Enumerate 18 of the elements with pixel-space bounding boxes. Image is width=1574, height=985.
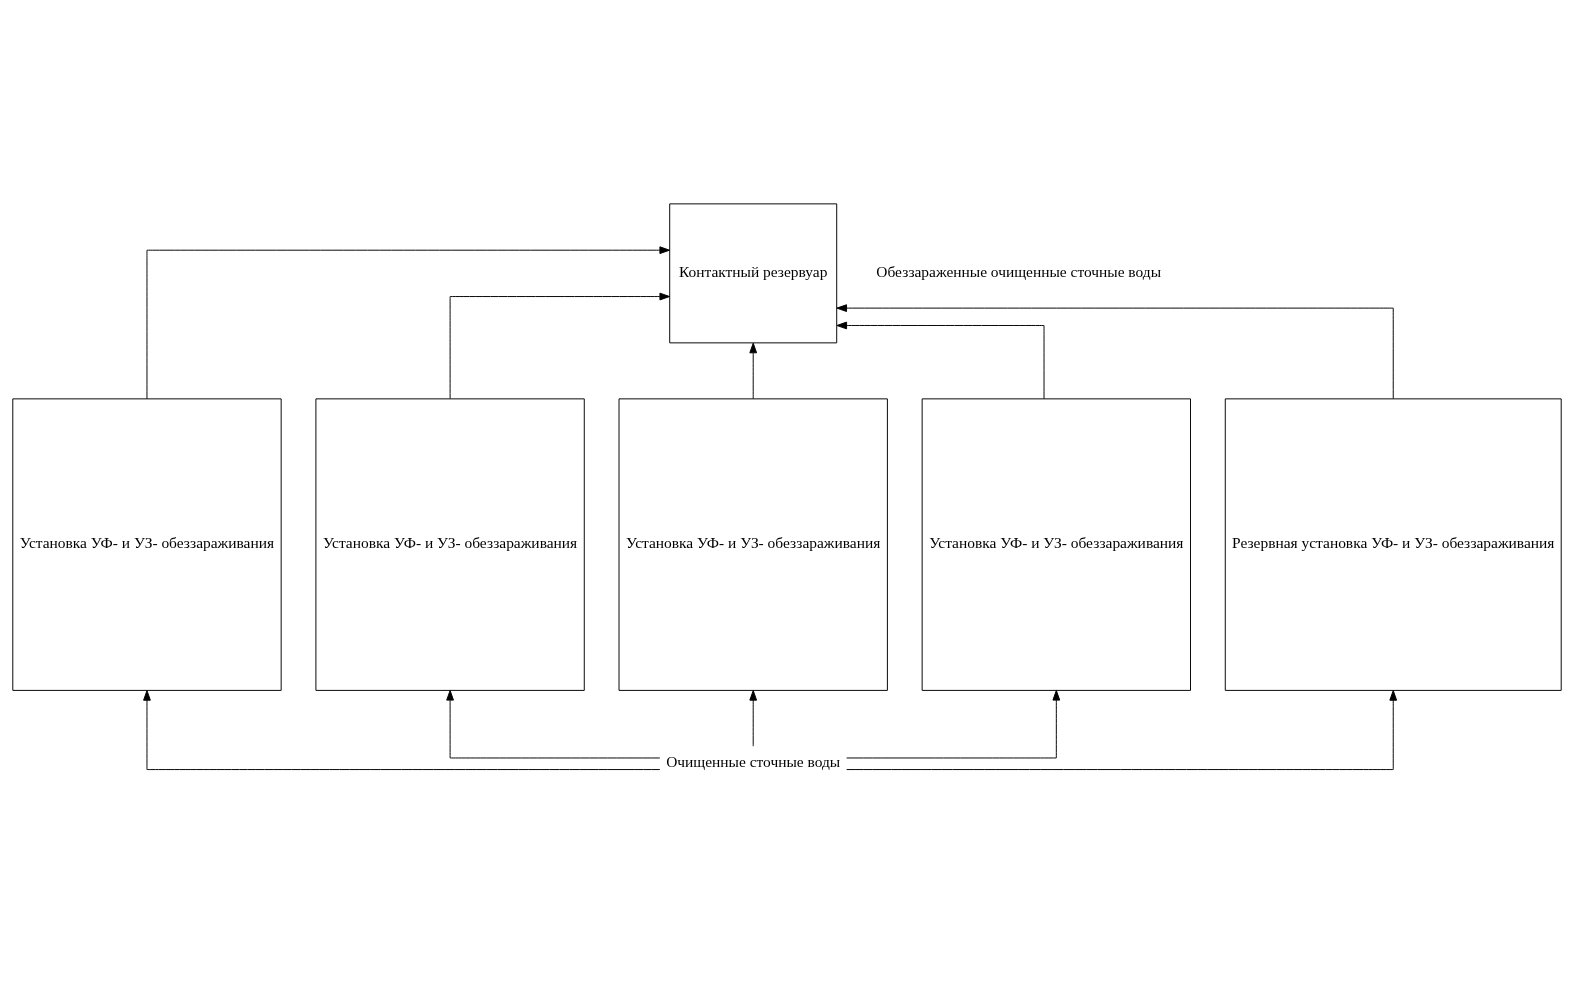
arrow — [446, 689, 661, 759]
node-box: Резервная установка УФ- и УЗ- обеззараживания — [1224, 398, 1562, 691]
arrow — [749, 690, 758, 747]
node-box: Установка УФ- и УЗ- обеззараживания — [618, 398, 888, 691]
arrow — [846, 689, 1061, 759]
arrow — [836, 304, 1394, 400]
arrow — [749, 342, 758, 400]
node-box: Установка УФ- и УЗ- обеззараживания — [12, 398, 282, 691]
node-box: Установка УФ- и УЗ- обеззараживания — [921, 398, 1191, 691]
arrow — [846, 690, 1398, 771]
arrow — [836, 321, 1045, 400]
node-text: Очищенные сточные воды — [666, 753, 841, 771]
arrow — [143, 690, 661, 771]
label: Обеззараженные очищенные сточные воды — [876, 263, 1162, 281]
node-box: Контактный резервуар — [669, 203, 838, 344]
node-box: Установка УФ- и УЗ- обеззараживания — [315, 398, 585, 691]
arrow — [146, 246, 671, 400]
arrow — [449, 292, 671, 399]
